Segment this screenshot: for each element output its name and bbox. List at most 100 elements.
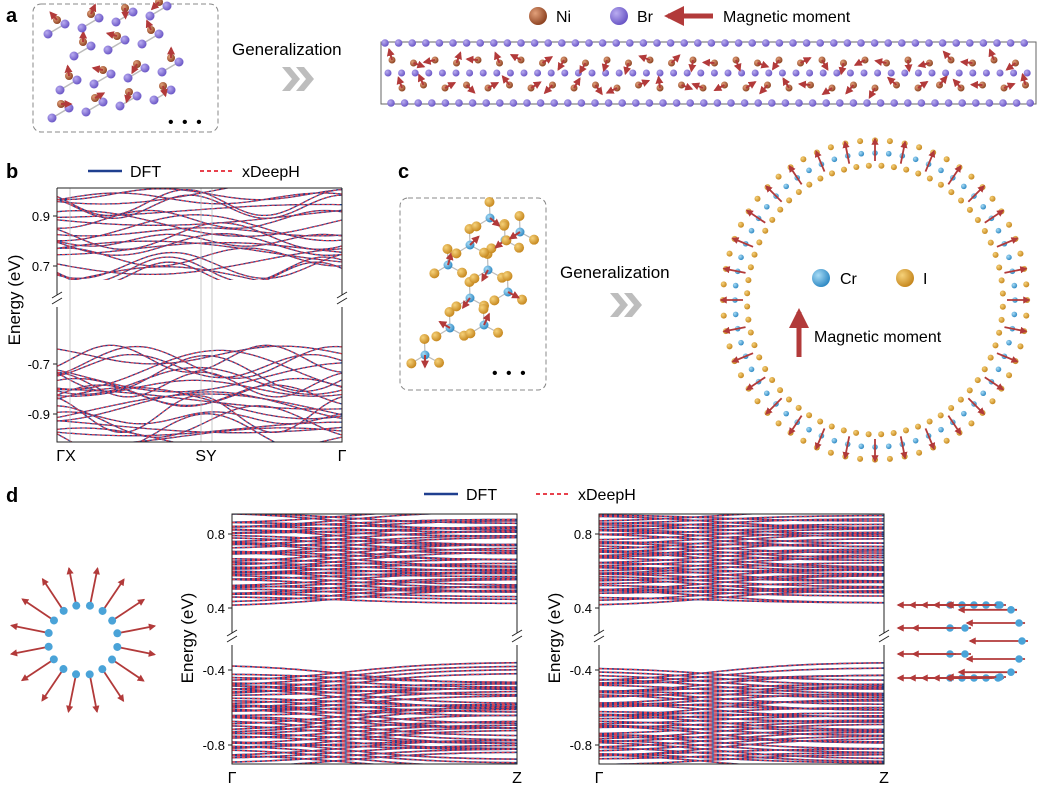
xdeeph-band: [57, 427, 342, 442]
br-atom: [721, 39, 729, 47]
dft-band: [57, 345, 342, 379]
i-atom: [1006, 221, 1013, 228]
xdeeph-band: [599, 549, 884, 562]
moment-arrow: [64, 64, 73, 77]
moment-arrow: [731, 237, 754, 248]
xdeeph-band: [232, 665, 517, 686]
br-atom: [802, 39, 811, 47]
cr-atom: [980, 390, 987, 397]
br-atom: [441, 99, 450, 107]
moment-arrow: [396, 76, 405, 89]
moment-arrow: [853, 58, 866, 66]
xdeeph-band: [599, 538, 884, 553]
xdeeph-band: [599, 683, 884, 692]
br-atom: [911, 39, 920, 47]
i-atom: [966, 387, 973, 394]
i-atom: [745, 316, 752, 323]
i-atom: [998, 277, 1005, 284]
xdeeph-band: [232, 537, 517, 552]
i-atom: [857, 455, 864, 462]
br-atom: [72, 75, 82, 85]
br-atom: [982, 69, 990, 77]
moment-arrow: [508, 231, 521, 240]
ytick-d2-0.4: 0.4: [574, 601, 592, 616]
xdeeph-band: [599, 526, 884, 535]
br-atom: [928, 69, 936, 77]
i-atom: [827, 449, 834, 456]
dft-band: [127, 427, 342, 442]
br-atom: [534, 69, 542, 77]
i-atom: [429, 268, 440, 279]
moment-arrow: [482, 312, 490, 326]
br-atom: [781, 99, 790, 107]
i-atom: [828, 423, 835, 430]
i-atom: [762, 227, 769, 234]
i-atom: [769, 216, 776, 223]
moment-arrow: [605, 86, 618, 94]
xtick-b-sy: SY: [195, 448, 217, 465]
cr-atom: [938, 426, 944, 433]
i-atom: [1006, 372, 1013, 379]
br-atom: [86, 41, 96, 51]
xdeeph-band: [232, 741, 517, 760]
moment-arrow: [924, 428, 936, 451]
legend-xdeeph-b: xDeepH: [242, 164, 300, 181]
xdeeph-band: [599, 746, 884, 762]
cr-atom: [748, 366, 755, 373]
xdeeph-band: [599, 667, 884, 681]
moment-arrow: [842, 140, 851, 164]
xdeeph-band: [57, 391, 342, 422]
cr-atom: [49, 616, 58, 625]
br-atom: [414, 99, 423, 107]
xdeeph-band: [599, 551, 884, 568]
moment-arrow: [745, 376, 766, 391]
moment-arrow: [713, 83, 725, 92]
moment-arrow: [967, 397, 985, 415]
moment-arrow: [765, 397, 783, 415]
br-atom: [860, 69, 868, 77]
br-atom: [452, 69, 460, 77]
br-atom: [958, 99, 966, 107]
moment-arrow: [691, 82, 704, 91]
br-atom: [996, 69, 1004, 77]
xdeeph-band: [599, 562, 884, 574]
i-atom: [1017, 343, 1024, 350]
moment-arrow: [842, 436, 851, 460]
br-atom: [1006, 39, 1015, 47]
moment-arrow: [417, 73, 426, 86]
i-atom: [890, 429, 897, 436]
br-atom: [398, 69, 406, 77]
i-atom: [817, 175, 824, 182]
br-atom: [727, 99, 735, 107]
flattened-nanotube-moments: [896, 601, 1028, 682]
br-atom: [942, 69, 950, 77]
br-atom: [656, 69, 664, 77]
br-atom: [876, 99, 885, 107]
i-atom: [756, 239, 763, 246]
xdeeph-band: [232, 527, 517, 534]
br-atom: [408, 39, 417, 47]
i-atom: [943, 156, 950, 163]
chevron-arrow-icon: [610, 293, 642, 317]
i-atom: [744, 290, 751, 297]
br-atom: [748, 39, 756, 47]
moment-arrow: [996, 237, 1019, 248]
br-atom-icon: [610, 7, 628, 25]
moment-arrow: [145, 19, 154, 31]
i-atom: [737, 221, 744, 228]
i-atom: [981, 366, 988, 373]
moment-arrow: [111, 598, 146, 622]
ytick-d2-0.8: 0.8: [574, 527, 592, 542]
xdeeph-band: [57, 354, 342, 379]
br-atom: [683, 69, 691, 77]
moment-arrow: [917, 60, 930, 69]
i-atom: [987, 239, 994, 246]
br-atom: [598, 39, 607, 47]
xdeeph-band: [599, 567, 884, 582]
moment-arrow: [814, 149, 826, 172]
cri3-nanotube-ring: [719, 137, 1031, 463]
i-atom: [529, 234, 540, 245]
br-atom: [490, 39, 498, 47]
moment-arrow: [899, 140, 908, 164]
cr-atom: [831, 156, 838, 163]
